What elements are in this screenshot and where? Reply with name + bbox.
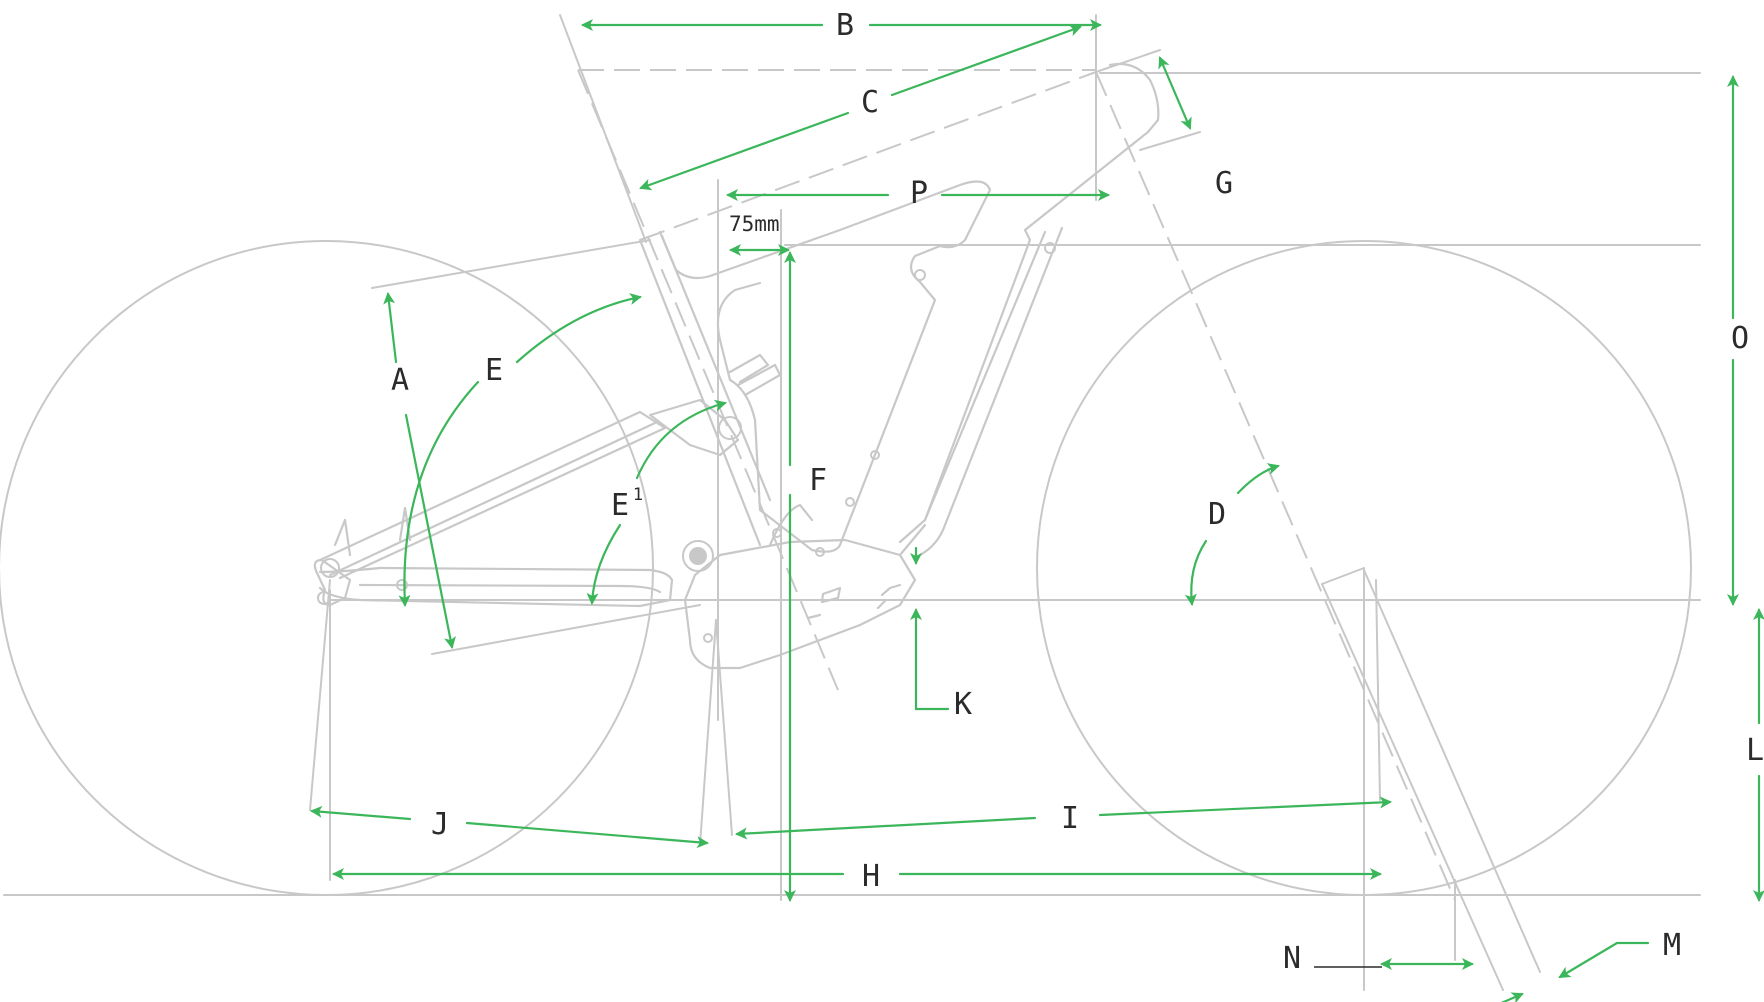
detail-hole-3 xyxy=(703,633,713,643)
label-d: D xyxy=(1208,497,1226,532)
dimension-labels: A B C D E E 1 F G H I J K L M N O P 75mm xyxy=(391,8,1764,976)
chainstay-line-a xyxy=(309,579,331,811)
bottle-boss-2 xyxy=(845,497,855,507)
label-a: A xyxy=(391,363,409,398)
steering-axis-dashed xyxy=(1095,71,1456,901)
label-f: F xyxy=(809,463,827,498)
label-k: K xyxy=(954,687,972,722)
label-75mm: 75mm xyxy=(729,212,780,236)
detail-slot-1 xyxy=(820,586,842,604)
label-o: O xyxy=(1731,321,1749,356)
label-l: L xyxy=(1746,733,1764,768)
label-g: G xyxy=(1215,166,1233,201)
label-m: M xyxy=(1663,928,1681,963)
top-tube-dashed xyxy=(639,71,1097,241)
label-e1-superscript: 1 xyxy=(633,485,643,505)
detail-hole-1 xyxy=(772,528,782,538)
shock-mount xyxy=(914,269,926,281)
detail-hole-2 xyxy=(815,547,825,557)
head-tube-bottom-tick xyxy=(1139,131,1201,151)
rear-axle-hub xyxy=(320,558,340,578)
bottle-boss-1 xyxy=(870,450,880,460)
label-p: P xyxy=(910,176,928,211)
chainstay-line-b xyxy=(699,619,717,846)
label-n: N xyxy=(1283,941,1301,976)
label-e1: E xyxy=(611,488,629,523)
label-j: J xyxy=(431,807,449,842)
dimension-arrows xyxy=(310,19,1764,1002)
seat-angle-line-bottom xyxy=(431,604,701,655)
pivot-rocker xyxy=(718,416,742,440)
label-c: C xyxy=(861,85,879,120)
frame-outline xyxy=(313,62,1160,670)
detail-slot-3 xyxy=(806,613,822,620)
fork-line xyxy=(1363,569,1541,973)
chainstay-line-c xyxy=(715,619,733,836)
detail-hole-6 xyxy=(1044,242,1056,254)
label-e: E xyxy=(485,353,503,388)
wheelbase-right-vertical xyxy=(1375,579,1381,801)
pivot-main xyxy=(689,547,707,565)
detail-slot-2 xyxy=(876,583,902,610)
label-b: B xyxy=(836,8,854,43)
pivot-main-ring xyxy=(682,540,714,572)
detail-hole-4 xyxy=(396,579,408,591)
seat-angle-line-top xyxy=(371,239,651,289)
label-h: H xyxy=(862,859,880,894)
head-tube-top-tick xyxy=(1095,49,1161,73)
rear-wheel xyxy=(0,240,654,896)
label-i: I xyxy=(1061,801,1079,836)
seat-tube-axis xyxy=(559,14,647,243)
detail-hole-5 xyxy=(317,591,331,605)
seat-tube-dashed xyxy=(577,69,839,691)
fork-offset-line xyxy=(1321,567,1365,585)
fork-line-2 xyxy=(1321,583,1504,991)
